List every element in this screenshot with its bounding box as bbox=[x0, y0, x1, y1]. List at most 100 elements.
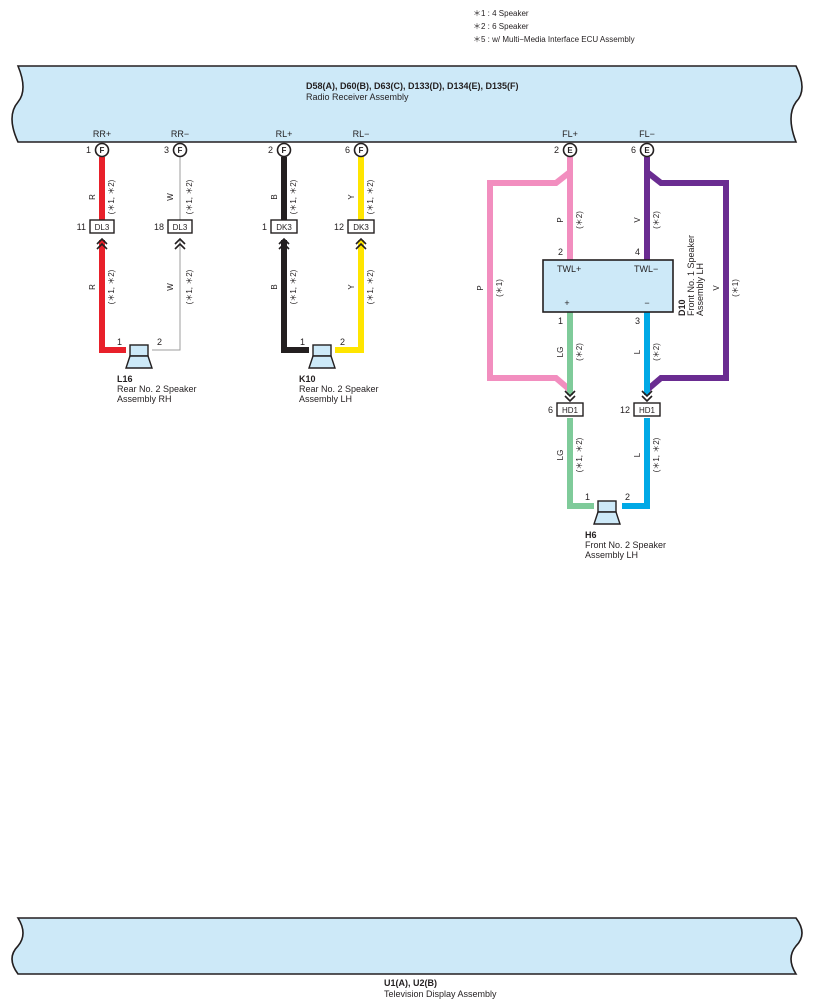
svg-text:12: 12 bbox=[334, 222, 344, 232]
svg-text:18: 18 bbox=[154, 222, 164, 232]
tweeter-d10: TWL+ TWL− + − 2 4 1 3 D10 Front No. 1 Sp… bbox=[542, 235, 705, 326]
svg-text:HD1: HD1 bbox=[639, 406, 656, 415]
svg-text:R: R bbox=[88, 194, 97, 200]
svg-text:DK3: DK3 bbox=[353, 223, 369, 232]
wire-rl-minus bbox=[335, 157, 364, 353]
terminal-pin: 2 bbox=[268, 145, 273, 155]
radio-receiver-band: D58(A), D60(B), D63(C), D133(D), D134(E)… bbox=[11, 65, 803, 143]
svg-text:+: + bbox=[564, 298, 569, 308]
svg-text:3: 3 bbox=[635, 316, 640, 326]
svg-text:(＊1, ＊2): (＊1, ＊2) bbox=[107, 179, 116, 214]
svg-text:11: 11 bbox=[77, 222, 86, 232]
terminal-label: RL− bbox=[353, 129, 370, 139]
legend-item: ＊1 : 4 Speaker bbox=[473, 9, 529, 18]
svg-text:R: R bbox=[88, 284, 97, 290]
speaker-code: K10 bbox=[299, 374, 316, 384]
terminal-label: FL− bbox=[639, 129, 655, 139]
radio-name: Radio Receiver Assembly bbox=[306, 92, 409, 102]
wire-lg bbox=[567, 312, 594, 509]
connector-hd1-6: HD1 6 bbox=[548, 390, 584, 417]
terminal-pin: 1 bbox=[86, 145, 91, 155]
svg-text:(＊2): (＊2) bbox=[575, 211, 584, 229]
speaker-code: H6 bbox=[585, 530, 597, 540]
svg-text:6: 6 bbox=[548, 405, 553, 415]
svg-text:1: 1 bbox=[262, 222, 267, 232]
svg-text:12: 12 bbox=[620, 405, 630, 415]
svg-text:E: E bbox=[567, 146, 573, 155]
svg-text:Y: Y bbox=[347, 194, 356, 200]
svg-text:2: 2 bbox=[625, 492, 630, 502]
svg-text:F: F bbox=[100, 146, 105, 155]
svg-text:(＊1, ＊2): (＊1, ＊2) bbox=[289, 269, 298, 304]
svg-text:Assembly LH: Assembly LH bbox=[299, 394, 352, 404]
svg-text:F: F bbox=[359, 146, 364, 155]
svg-text:2: 2 bbox=[558, 247, 563, 257]
svg-text:L: L bbox=[633, 349, 642, 354]
connector-dl3-18: DL3 18 bbox=[154, 219, 193, 250]
wire-fl-minus bbox=[644, 157, 729, 393]
svg-text:LG: LG bbox=[556, 450, 565, 461]
wire-rl-plus bbox=[281, 157, 309, 353]
terminal-label: RL+ bbox=[276, 129, 293, 139]
svg-text:(＊1, ＊2): (＊1, ＊2) bbox=[107, 269, 116, 304]
svg-text:(＊2): (＊2) bbox=[652, 211, 661, 229]
svg-text:W: W bbox=[166, 193, 175, 201]
terminal-label: FL+ bbox=[562, 129, 578, 139]
connector-hd1-12: HD1 12 bbox=[620, 390, 661, 417]
svg-text:V: V bbox=[712, 285, 721, 291]
terminal-label: RR+ bbox=[93, 129, 111, 139]
radio-terminals: RR+ RR− RL+ RL− FL+ FL− bbox=[93, 129, 655, 139]
svg-text:(＊1): (＊1) bbox=[495, 279, 504, 297]
tweeter-name-2: Assembly LH bbox=[695, 263, 705, 316]
svg-text:P: P bbox=[556, 217, 565, 222]
legend-item: ＊5 : w/ Multi−Media Interface ECU Assemb… bbox=[473, 35, 635, 44]
svg-text:−: − bbox=[644, 298, 649, 308]
svg-text:1: 1 bbox=[300, 337, 305, 347]
svg-text:TWL−: TWL− bbox=[634, 264, 658, 274]
terminal-pin: 6 bbox=[345, 145, 350, 155]
tweeter-code: D10 bbox=[677, 299, 687, 316]
svg-text:B: B bbox=[270, 284, 279, 289]
svg-text:(＊2): (＊2) bbox=[652, 343, 661, 361]
inline-connectors: DL3 11 DL3 18 DK3 1 DK3 12 bbox=[77, 219, 661, 417]
svg-text:HD1: HD1 bbox=[562, 406, 579, 415]
svg-text:LG: LG bbox=[556, 347, 565, 358]
svg-text:Assembly LH: Assembly LH bbox=[585, 550, 638, 560]
svg-text:(＊1, ＊2): (＊1, ＊2) bbox=[652, 437, 661, 472]
svg-text:1: 1 bbox=[117, 337, 122, 347]
wire-l bbox=[622, 312, 650, 509]
svg-text:F: F bbox=[282, 146, 287, 155]
svg-text:B: B bbox=[270, 194, 279, 199]
svg-text:E: E bbox=[644, 146, 650, 155]
speaker-h6: 1 2 H6 Front No. 2 Speaker Assembly LH bbox=[585, 492, 666, 560]
svg-text:V: V bbox=[633, 217, 642, 223]
svg-text:DL3: DL3 bbox=[95, 223, 110, 232]
svg-text:W: W bbox=[166, 283, 175, 291]
svg-text:Rear No. 2 Speaker: Rear No. 2 Speaker bbox=[299, 384, 379, 394]
tv-connector-codes: U1(A), U2(B) bbox=[384, 978, 437, 988]
svg-text:2: 2 bbox=[340, 337, 345, 347]
speaker-l16: 1 2 L16 Rear No. 2 Speaker Assembly RH bbox=[117, 337, 197, 404]
speaker-k10: 1 2 K10 Rear No. 2 Speaker Assembly LH bbox=[299, 337, 379, 404]
wire-rr-minus bbox=[152, 157, 181, 351]
svg-text:F: F bbox=[178, 146, 183, 155]
svg-text:(＊1, ＊2): (＊1, ＊2) bbox=[366, 179, 375, 214]
svg-text:2: 2 bbox=[157, 337, 162, 347]
svg-text:(＊1): (＊1) bbox=[731, 279, 740, 297]
terminal-pin: 6 bbox=[631, 145, 636, 155]
svg-text:Assembly RH: Assembly RH bbox=[117, 394, 172, 404]
svg-text:(＊1, ＊2): (＊1, ＊2) bbox=[185, 269, 194, 304]
terminal-label: RR− bbox=[171, 129, 189, 139]
svg-text:Y: Y bbox=[347, 284, 356, 290]
legend-item: ＊2 : 6 Speaker bbox=[473, 22, 529, 31]
svg-text:(＊1, ＊2): (＊1, ＊2) bbox=[366, 269, 375, 304]
svg-text:4: 4 bbox=[635, 247, 640, 257]
terminal-pin: 3 bbox=[164, 145, 169, 155]
legend: ＊1 : 4 Speaker ＊2 : 6 Speaker ＊5 : w/ Mu… bbox=[473, 9, 635, 44]
television-display-band: U1(A), U2(B) Television Display Assembly bbox=[11, 917, 803, 999]
svg-text:(＊1, ＊2): (＊1, ＊2) bbox=[289, 179, 298, 214]
tv-name: Television Display Assembly bbox=[384, 989, 497, 999]
speaker-code: L16 bbox=[117, 374, 133, 384]
tweeter-name-1: Front No. 1 Speaker bbox=[686, 235, 696, 316]
